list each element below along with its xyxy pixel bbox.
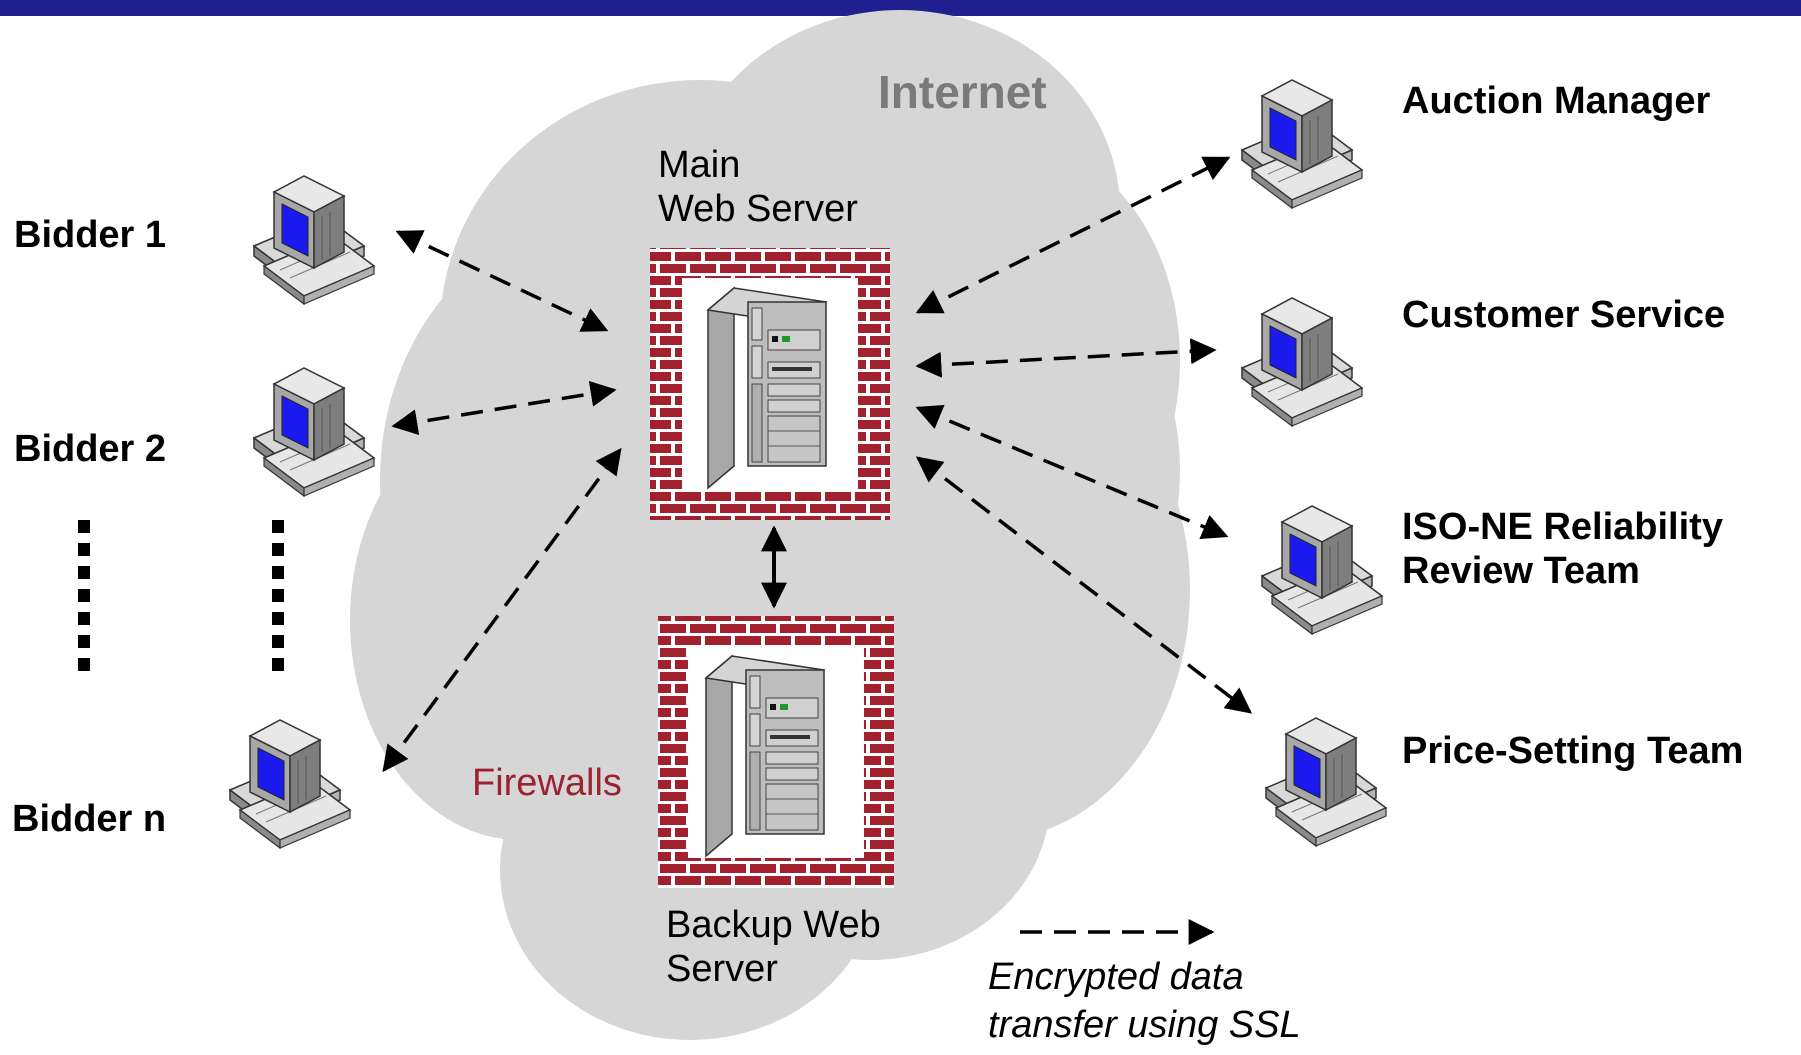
bidder-1-computer-icon: [253, 175, 375, 305]
main-server-label: Main Web Server: [658, 144, 858, 230]
header-bar: [0, 0, 1801, 16]
internet-label: Internet: [878, 66, 1047, 118]
firewalls-label: Firewalls: [472, 762, 622, 804]
price-setting-computer-icon: [1265, 717, 1387, 847]
bidder-n-computer-icon: [229, 719, 351, 849]
customer-service-label: Customer Service: [1402, 294, 1726, 336]
bidder-2-label: Bidder 2: [14, 428, 167, 470]
auction-manager-label: Auction Manager: [1402, 80, 1711, 122]
auction-manager-computer-icon: [1241, 79, 1363, 209]
reliability-team-label: ISO-NE Reliability Review Team: [1402, 506, 1723, 592]
link-bidder-2: [391, 380, 617, 436]
bidder-2-computer-icon: [253, 367, 375, 497]
backup-server-icon: [705, 655, 825, 857]
link-price-setting: [915, 456, 1253, 714]
link-auction-manager: [915, 156, 1231, 314]
customer-service-computer-icon: [1241, 297, 1363, 427]
bidder-ellipsis-left: [78, 520, 90, 680]
price-setting-team-label: Price-Setting Team: [1402, 730, 1744, 772]
bidder-n-label: Bidder n: [12, 798, 167, 840]
backup-server-label: Backup Web Server: [666, 904, 881, 990]
reliability-team-computer-icon: [1261, 505, 1383, 635]
link-customer-service: [915, 338, 1217, 378]
legend-label: Encrypted data transfer using SSL: [988, 956, 1301, 1046]
main-server-icon: [707, 287, 827, 489]
link-bidder-1: [395, 230, 609, 332]
bidder-ellipsis-right: [272, 520, 284, 680]
bidder-1-label: Bidder 1: [14, 214, 167, 256]
